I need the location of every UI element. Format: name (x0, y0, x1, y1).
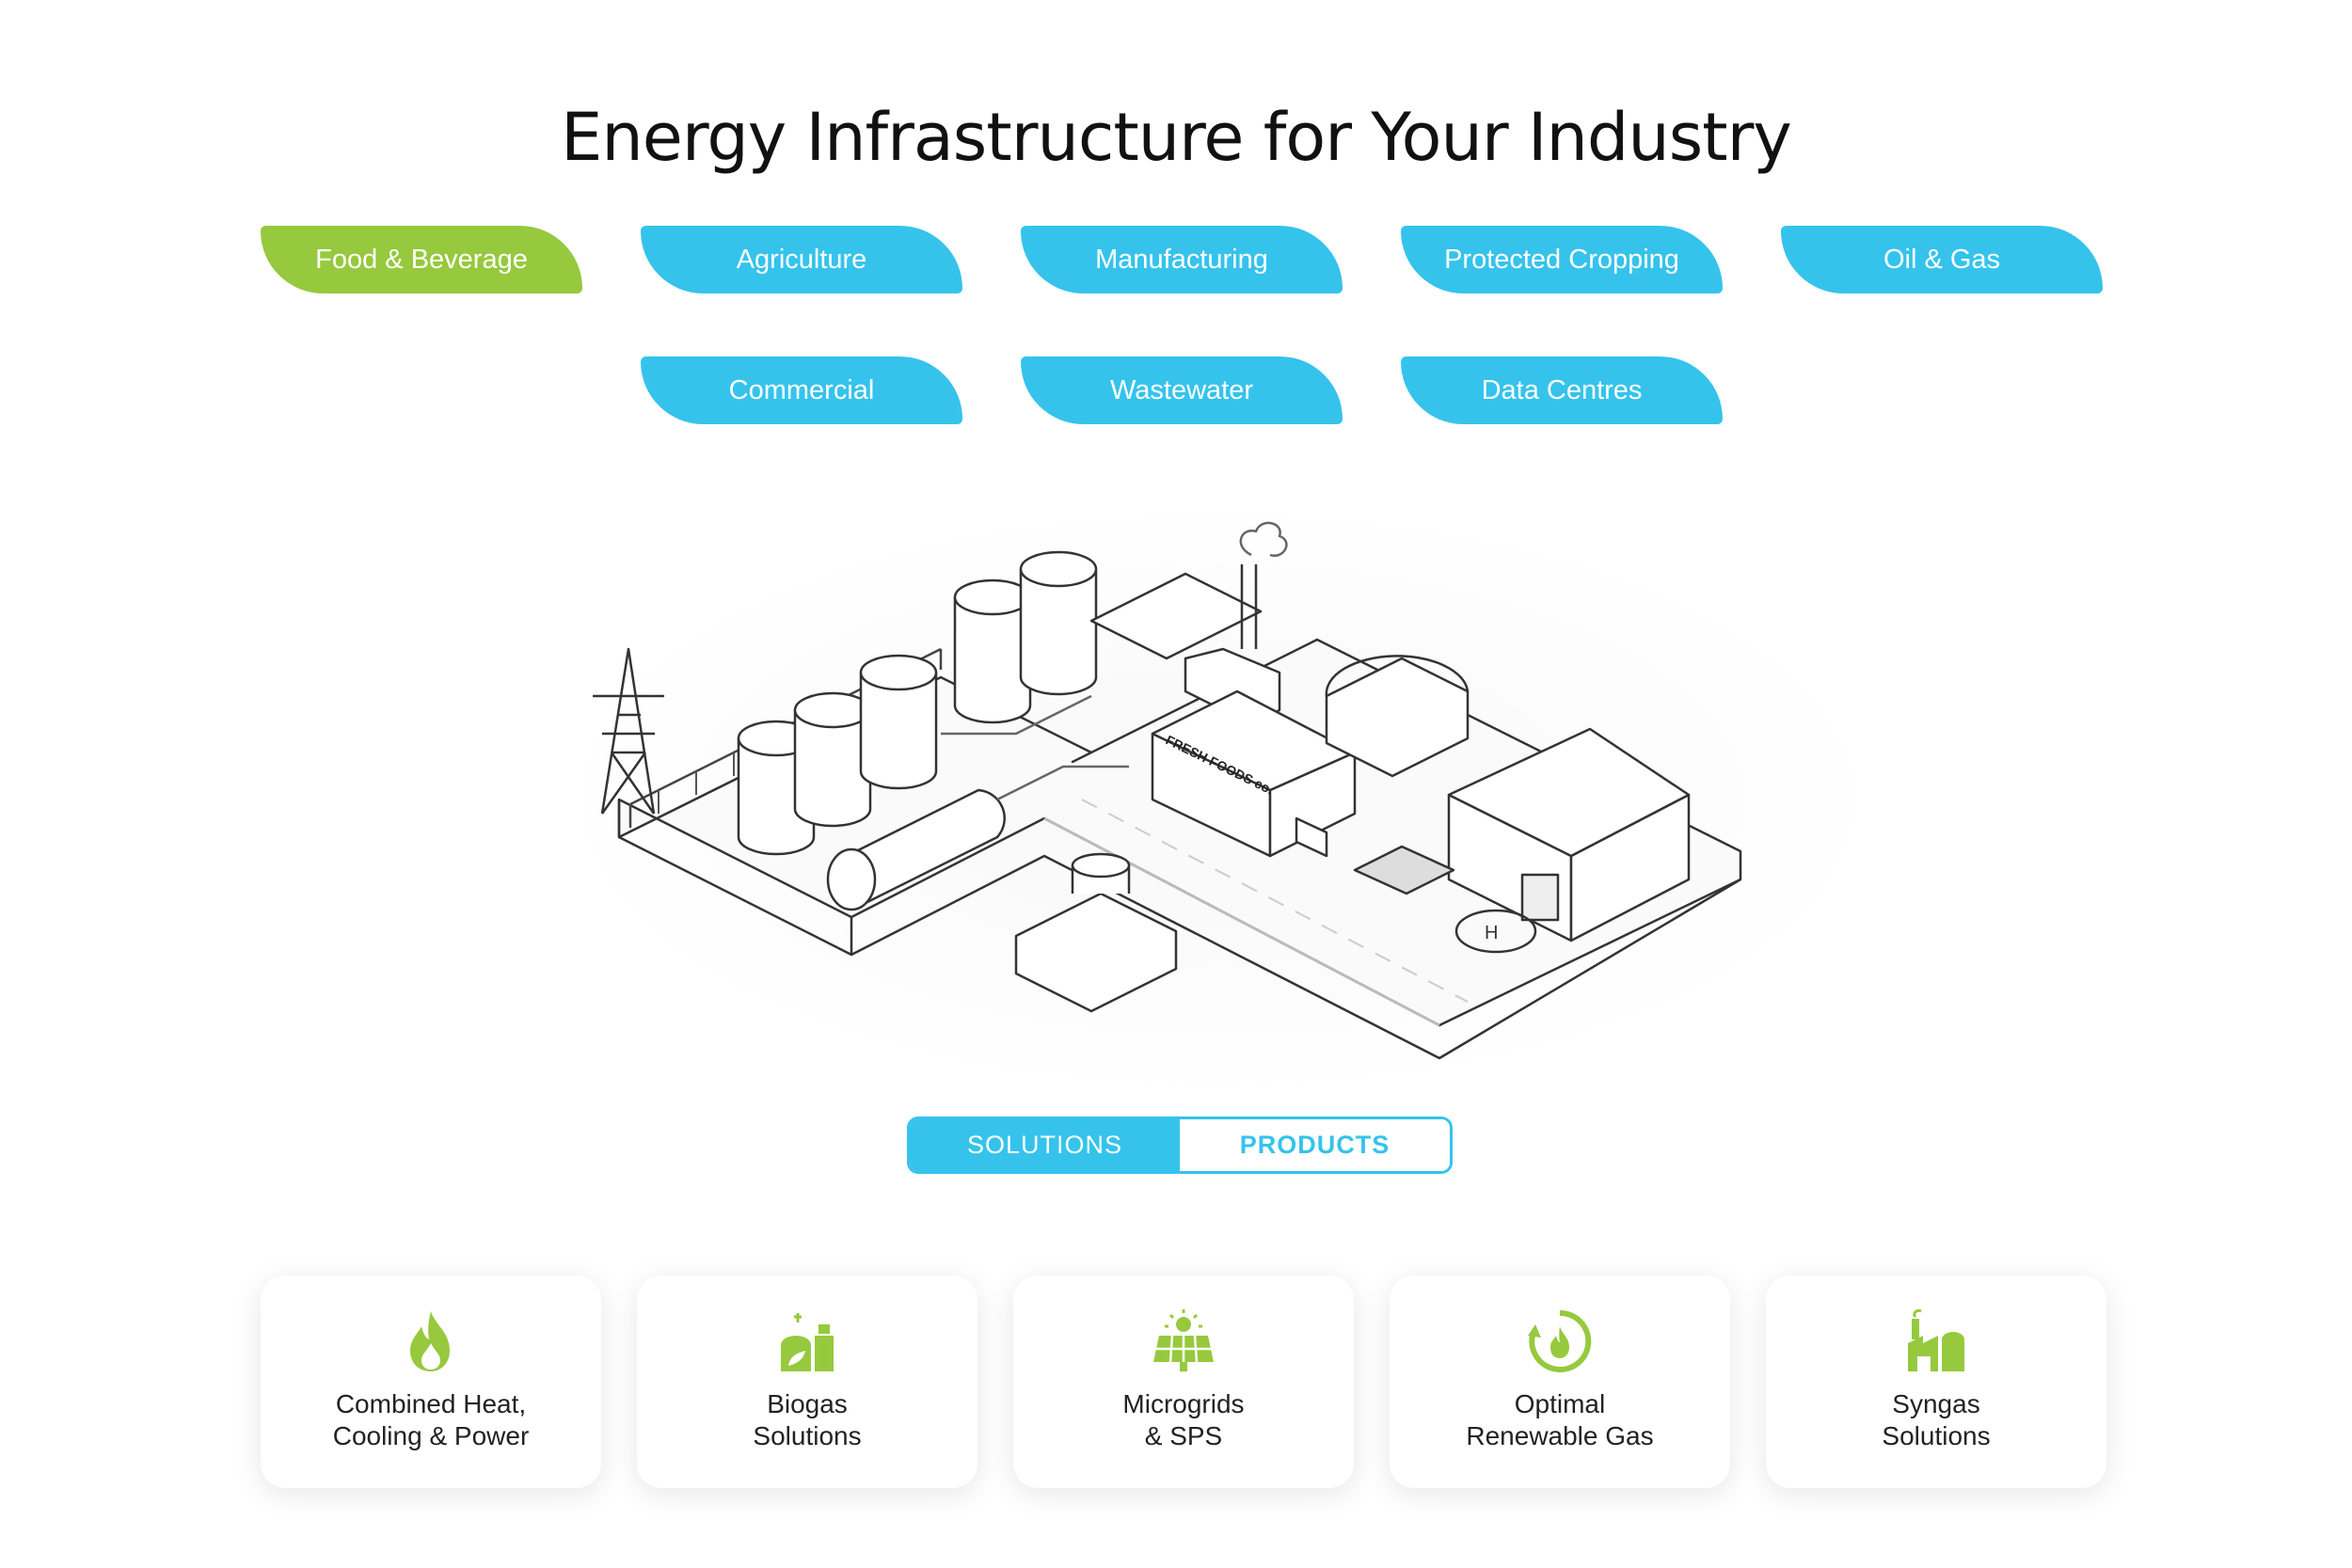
card-label: Syngas Solutions (1882, 1389, 1991, 1450)
syngas-factory-icon (1908, 1309, 1964, 1371)
card-label: Combined Heat, Cooling & Power (332, 1389, 530, 1450)
tab-solutions[interactable]: SOLUTIONS (910, 1119, 1180, 1171)
pill-protected-cropping[interactable]: Protected Cropping (1401, 226, 1723, 293)
pill-agriculture[interactable]: Agriculture (641, 226, 962, 293)
card-label: Biogas Solutions (753, 1389, 862, 1450)
svg-text:H: H (1485, 923, 1498, 943)
pill-commercial[interactable]: Commercial (641, 356, 962, 424)
flame-icon (410, 1311, 450, 1371)
card-syngas[interactable]: Syngas Solutions (1766, 1275, 2106, 1488)
tab-products[interactable]: PRODUCTS (1180, 1119, 1450, 1171)
card-label: Optimal Renewable Gas (1466, 1389, 1654, 1450)
pill-wastewater[interactable]: Wastewater (1021, 356, 1343, 424)
facility-drawing: FRESH FOODS co. H (593, 521, 1742, 1060)
industry-illustration: FRESH FOODS co. H (546, 499, 1891, 1101)
solutions-products-toggle: SOLUTIONS PRODUCTS (907, 1117, 1453, 1174)
page-title: Energy Infrastructure for Your Industry (561, 98, 1792, 176)
pill-food-beverage[interactable]: Food & Beverage (261, 226, 582, 293)
pill-oil-gas[interactable]: Oil & Gas (1781, 226, 2103, 293)
card-renewable-gas[interactable]: Optimal Renewable Gas (1390, 1275, 1730, 1488)
card-microgrids[interactable]: Microgrids & SPS (1013, 1275, 1354, 1488)
card-combined-heat[interactable]: Combined Heat, Cooling & Power (261, 1275, 601, 1488)
solar-panel-icon (1153, 1309, 1214, 1371)
pill-manufacturing[interactable]: Manufacturing (1021, 226, 1343, 293)
card-label: Microgrids & SPS (1122, 1389, 1245, 1450)
biogas-plant-icon (781, 1313, 834, 1371)
card-biogas[interactable]: Biogas Solutions (637, 1275, 977, 1488)
renewable-gas-icon (1528, 1309, 1592, 1372)
pill-data-centres[interactable]: Data Centres (1401, 356, 1723, 424)
